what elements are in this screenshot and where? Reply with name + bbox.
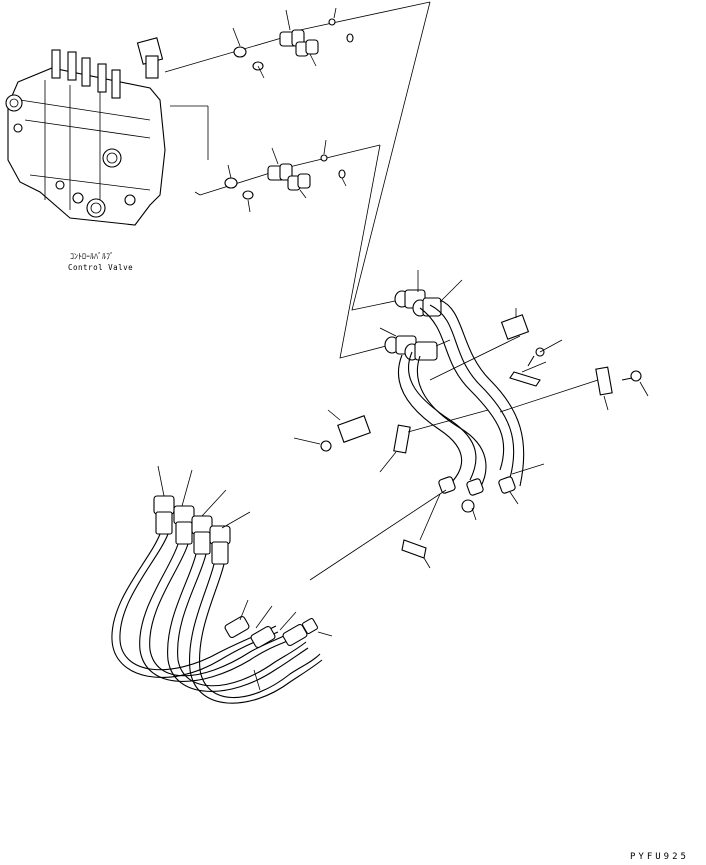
clamps [293, 308, 649, 581]
tube-end-fitting-icon [461, 499, 475, 513]
hose-end-fitting-icon [224, 615, 250, 639]
hose-end-fitting-icon [173, 505, 195, 545]
tube-block [379, 270, 545, 521]
elbow-fitting-icon [295, 39, 319, 57]
hose-assembly [111, 465, 333, 704]
clamp-bracket-icon [595, 366, 613, 396]
o-ring-icon [346, 33, 354, 43]
bolt-icon [320, 440, 332, 452]
middle-fitting-row [194, 139, 381, 213]
washer-icon [509, 371, 541, 387]
tube-end-fitting-icon [498, 476, 516, 494]
o-ring-icon [338, 169, 346, 179]
o-ring-icon [328, 18, 336, 26]
control-valve-label-jp: ｺﾝﾄﾛｰﾙﾊﾞﾙﾌﾞ [70, 252, 114, 261]
elbow-fitting-icon [287, 173, 311, 191]
hose-end-fitting-icon [209, 525, 231, 565]
control-valve [5, 37, 166, 226]
hose-end-fitting-icon [191, 515, 213, 555]
washer-icon [401, 539, 427, 559]
bolt-icon [621, 370, 642, 382]
clamp-plate-icon [337, 415, 371, 443]
control-valve-label-en: Control Valve [68, 263, 133, 272]
o-ring-icon [224, 177, 238, 189]
clamp-bracket-icon [393, 424, 411, 454]
hose-end-fitting-icon [282, 617, 319, 647]
drawing-code: PYFU925 [630, 852, 689, 862]
o-ring-icon [320, 154, 328, 162]
hose-end-fitting-icon [153, 495, 175, 535]
o-ring-icon [233, 46, 247, 58]
connection-leaders [339, 1, 431, 359]
clamp-plate-icon [500, 314, 530, 340]
o-ring-icon [242, 190, 254, 200]
upper-fitting-row [164, 1, 431, 160]
tube-end-fitting-icon [438, 476, 456, 494]
tube-end-fitting-icon [466, 478, 484, 496]
hose-end-fitting-icon [250, 625, 276, 649]
bolt-icon [527, 347, 545, 367]
